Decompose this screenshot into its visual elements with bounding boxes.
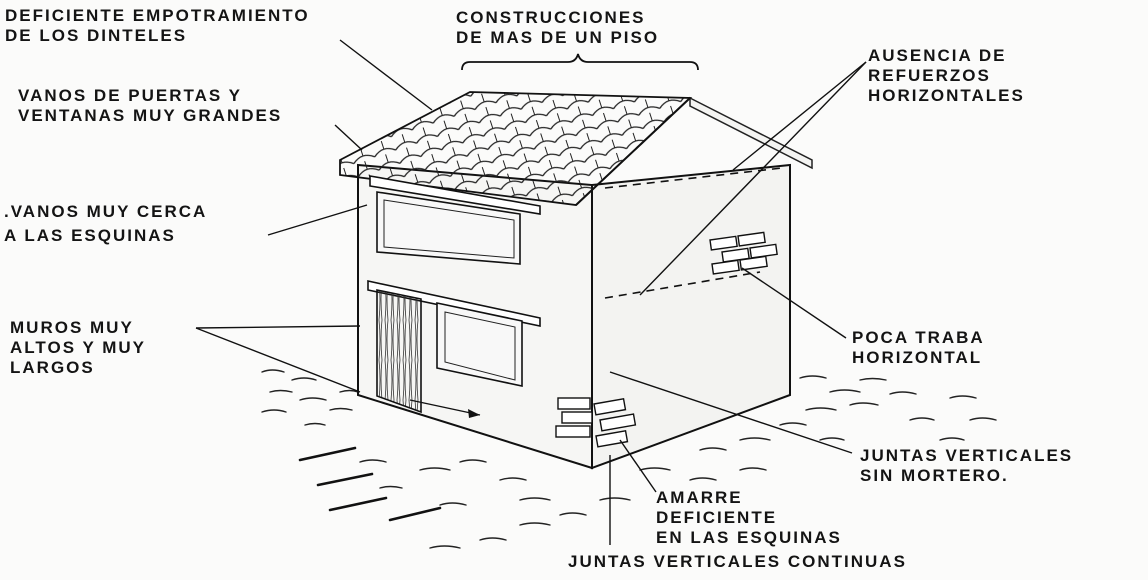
leader-lines bbox=[195, 39, 867, 545]
brick-detail-corner bbox=[555, 397, 637, 448]
label-juntas-continuas: JUNTAS VERTICALES CONTINUAS bbox=[568, 552, 907, 571]
ground-strokes bbox=[298, 446, 442, 522]
lower-lintel bbox=[367, 280, 541, 327]
brace-mark bbox=[461, 53, 699, 71]
brick-detail-side bbox=[709, 231, 778, 275]
upper-window bbox=[376, 191, 521, 265]
door bbox=[376, 289, 422, 414]
missing-reinforcement-lines bbox=[604, 167, 783, 299]
ground-hatching bbox=[261, 369, 997, 549]
upper-lintel bbox=[369, 175, 541, 215]
roof-eave bbox=[689, 96, 813, 170]
